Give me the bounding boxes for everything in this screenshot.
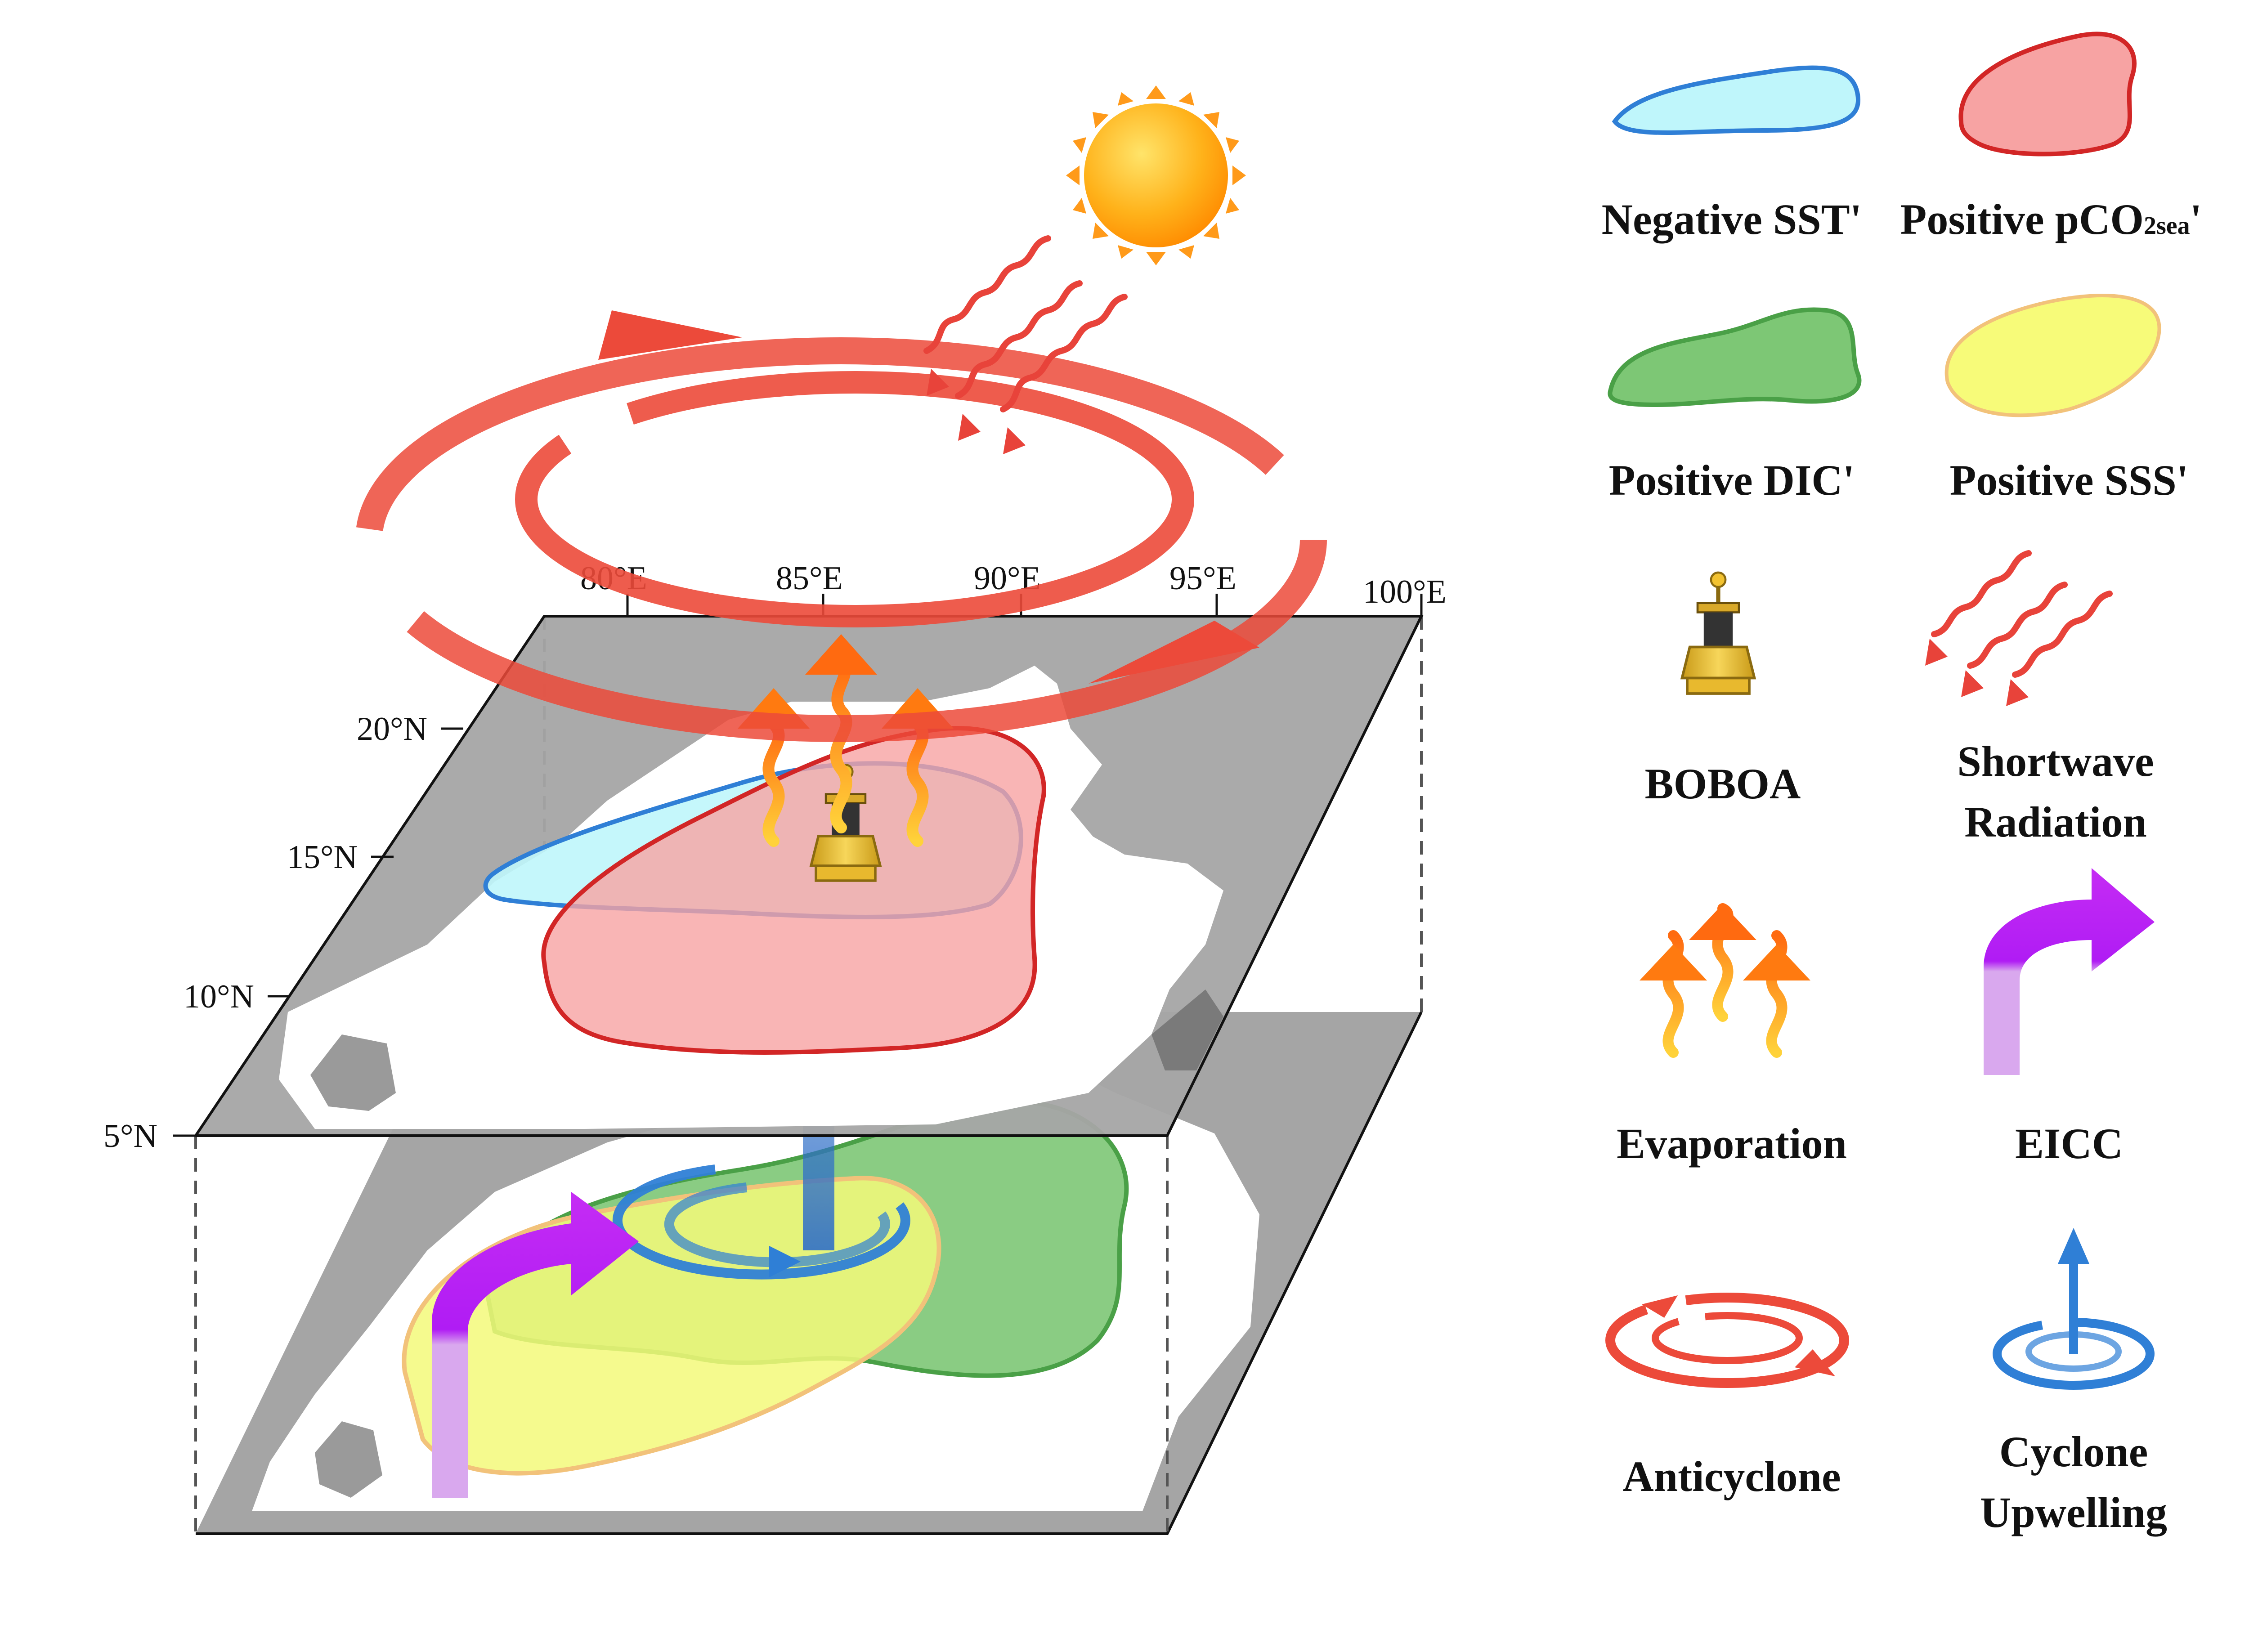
upper-coast: [1151, 989, 1223, 1070]
legend-anticyclone-icon: [1605, 1293, 1849, 1388]
lat-tick-20: 20°N: [357, 711, 427, 748]
legend-shortwave-label-2: Radiation: [1964, 798, 2146, 846]
legend-pco2-label: Positive pCO2sea': [1900, 195, 2202, 243]
legend-dic-swatch: [1608, 307, 1862, 407]
legend-boboa-label: BOBOA: [1645, 760, 1801, 808]
legend-cyclone-label-2: Upwelling: [1980, 1488, 2167, 1536]
lower-island: [315, 1421, 382, 1498]
upper-plane: [194, 615, 1424, 1137]
legend-eicc-label: EICC: [2015, 1119, 2123, 1168]
legend-shortwave-icon: [1925, 550, 2113, 706]
legend-shortwave-label-1: Shortwave: [1957, 737, 2154, 785]
legend-sss-swatch: [1944, 294, 2161, 417]
lat-tick-labels: 20°N 15°N 10°N 5°N: [103, 711, 427, 1155]
lat-tick-5: 5°N: [103, 1118, 157, 1155]
lon-tick-85: 85°E: [776, 560, 843, 597]
legend-boboa-icon: [1680, 571, 1756, 695]
anticyclone-map: [355, 310, 1327, 742]
legend: Negative SST' Positive pCO2sea' Positive…: [1602, 31, 2202, 1536]
legend-sst-label: Negative SST': [1602, 195, 1862, 243]
cyclone-rings: [612, 1164, 910, 1280]
legend-evaporation-icon: [1640, 903, 1810, 1058]
legend-sst-swatch: [1612, 65, 1861, 135]
sun-icon: [1066, 85, 1246, 265]
legend-pco2-swatch: [1958, 31, 2137, 157]
upper-island: [310, 1034, 396, 1111]
lat-tick-15: 15°N: [287, 839, 358, 876]
eicc-arrow: [432, 1192, 639, 1498]
lower-plane-edge: [196, 1011, 1423, 1535]
lon-tick-100: 100°E: [1363, 573, 1447, 610]
legend-dic-label: Positive DIC': [1609, 456, 1855, 504]
legend-anticyclone-label: Anticyclone: [1622, 1452, 1841, 1500]
legend-sss-label: Positive SSS': [1950, 456, 2189, 504]
lon-tick-95: 95°E: [1169, 560, 1237, 597]
legend-eicc-icon: [1984, 868, 2155, 1075]
lower-plane: [196, 1011, 1423, 1535]
legend-cyclone-icon: [1993, 1228, 2155, 1390]
legend-evaporation-label: Evaporation: [1617, 1119, 1847, 1168]
shortwave-map: [923, 235, 1128, 454]
lat-tick-10: 10°N: [184, 978, 254, 1015]
legend-cyclone-label-1: Cyclone: [1999, 1428, 2148, 1476]
